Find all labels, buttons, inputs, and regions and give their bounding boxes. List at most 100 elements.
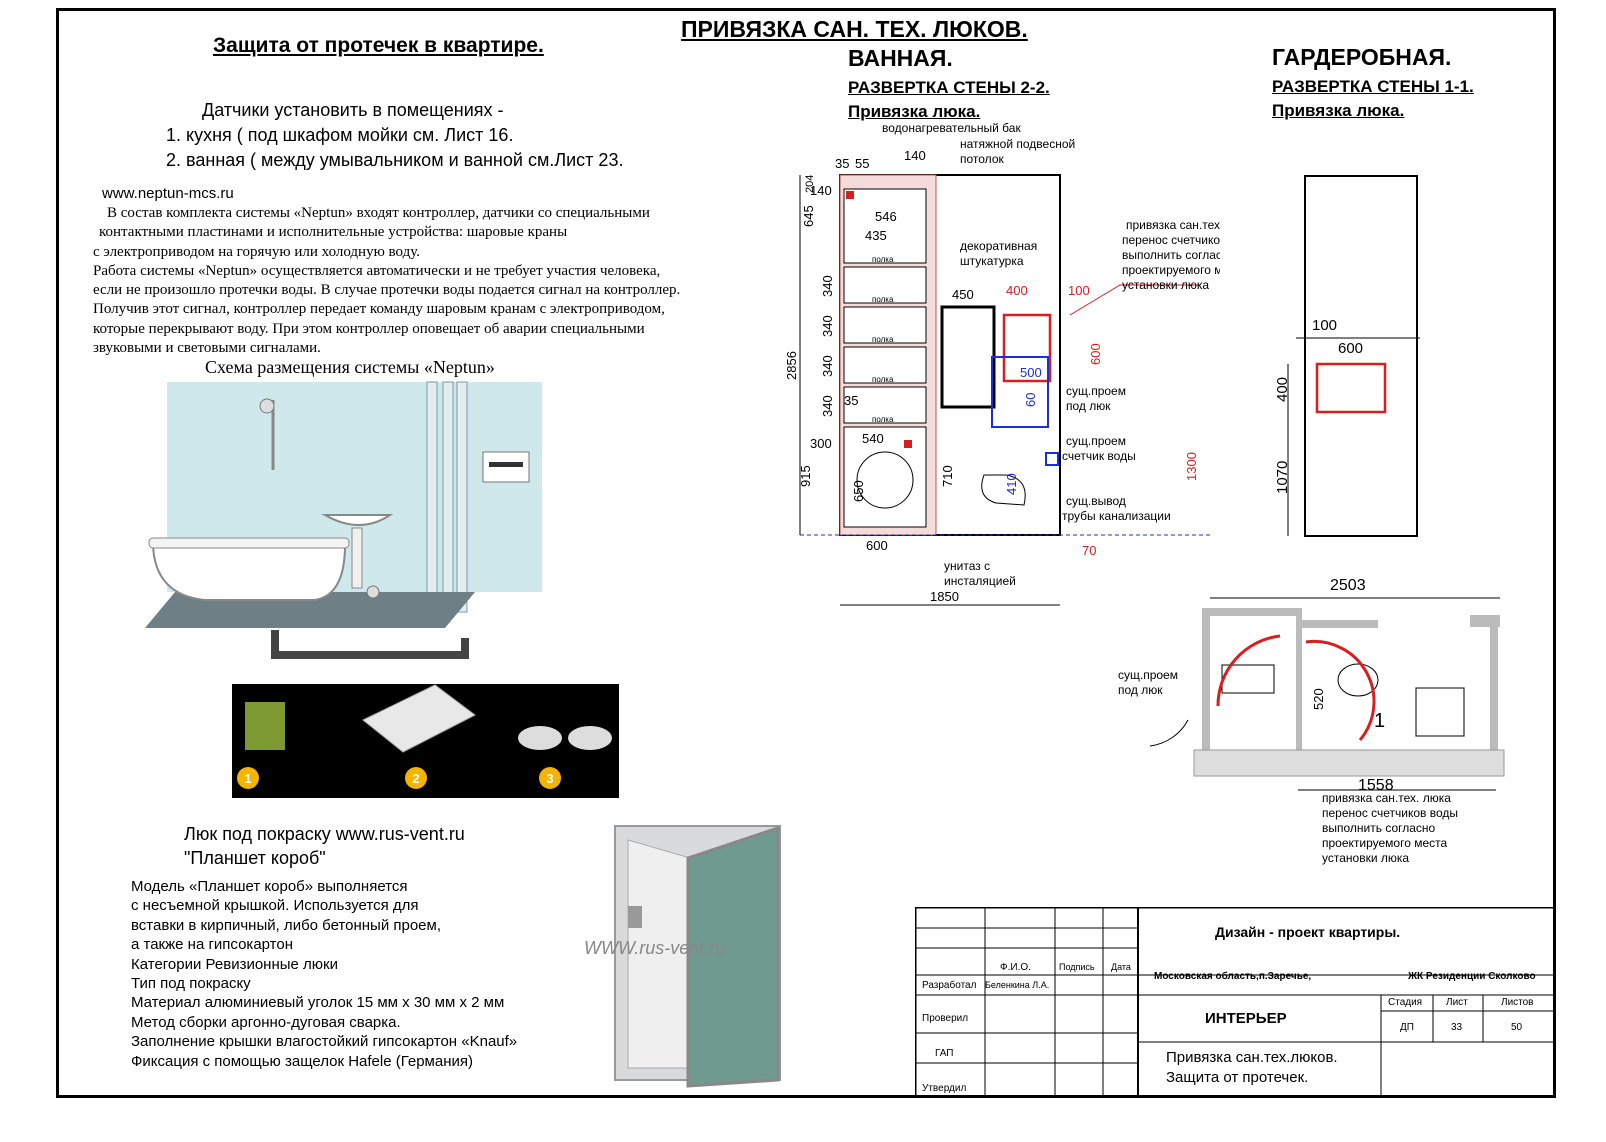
label-note: перенос счетчиков воды [1322,806,1458,820]
pipe [271,630,469,659]
section-axis: 1 [1374,710,1385,732]
dim-label: 70 [1082,543,1096,558]
toilet [981,474,1026,506]
desc-line: которые перекрывают воду. При этом контр… [93,320,645,337]
washer-niche [843,426,927,528]
sensor-item-kitchen: 1. кухня ( под шкафом мойки см. Лист 16. [166,125,514,145]
pipe [442,381,454,613]
dim-label: 400 [1006,283,1028,298]
dim-label: 435 [865,228,887,243]
tb-gap-label: ГАП [935,1048,954,1059]
hatch-outline [1002,313,1052,383]
dim-label: 340 [820,315,835,337]
dim-label: 100 [1068,283,1090,298]
label-meter: счетчик воды [1062,449,1136,463]
plan-wall [1202,608,1210,760]
spec-line: Заполнение крышки влагостойкий гипсокарт… [131,1033,518,1051]
dim-label: 1300 [1184,452,1199,481]
controller-display [489,462,523,467]
bath-wall-title: РАЗВЕРТКА СТЕНЫ 2-2. [848,78,1050,97]
tb-sign-header: Подпись [1059,962,1095,972]
label-note: выполнить согласно [1322,821,1436,835]
shelf-label: полка [872,415,894,424]
label-drain: сущ.вывод [1066,494,1126,508]
site-link[interactable]: www.neptun-mcs.ru [102,185,234,202]
bathtub-rim [148,537,350,549]
desc-line: с электроприводом на горячую или холодну… [93,243,420,260]
tb-approved-label: Утвердил [922,1083,967,1094]
bath-sub-title: Привязка люка. [848,102,981,121]
label-ceiling: натяжной подвесной [960,137,1075,151]
tb-stage-header: Стадия [1388,997,1423,1008]
spec-line: с несъемной крышкой. Используется для [131,897,419,915]
tb-complex: ЖК Резиденции Сколково [1408,971,1536,982]
basin-pedestal [351,527,363,589]
desc-line: В состав комплекта системы «Neptun» вход… [107,205,650,221]
label-hatch: под люк [1066,399,1111,413]
label-ceiling: потолок [960,152,1004,166]
ball-valve [245,702,285,750]
tb-section: ИНТЕРЬЕР [1205,1010,1287,1027]
hatch-title: Люк под покраску www.rus-vent.ru [184,824,465,844]
hatch-latch [628,906,642,928]
tb-address: Московская область,п.Заречье, [1154,971,1312,982]
door-swing [1149,719,1189,747]
dim-label: 2856 [784,351,799,380]
dim-label: 55 [855,156,869,171]
shelf-3 [843,346,927,384]
dim-label: 204 [804,175,816,193]
desc-line: Работа системы «Neptun» осуществляется а… [93,262,661,279]
wardrobe-wall-outline [1304,175,1418,537]
title-block [915,907,1556,1098]
label-note: привязка сан.тех. люка [1126,218,1220,232]
tb-developer-name: Беленкина Л.А. [985,980,1050,990]
label-plaster: декоративная [960,239,1037,253]
socket-marker [904,440,912,448]
hatch-door [686,825,780,1088]
sensor-puck [568,726,612,750]
shelf-1 [843,266,927,304]
plan-cabinet [1415,687,1465,737]
label-boiler: водонагревательный бак [882,121,1021,135]
spec-line: а также на гипсокартон [131,936,294,954]
label-meter: сущ.проем [1066,434,1126,448]
shelf-label: полка [872,255,894,264]
desc-line: звуковыми и световыми сигналами. [93,340,321,357]
tb-sheets-header: Листов [1501,997,1534,1008]
dim-label: 540 [862,431,884,446]
hatch-model: "Планшет короб" [184,848,326,868]
dim-label: 450 [952,287,974,302]
dim-label: 300 [810,436,832,451]
dim-label: 500 [1020,365,1042,380]
hatch-watermark: WWW.rus-vent.ru [584,938,725,958]
spec-line: Материал алюминиевый уголок 15 мм х 30 м… [131,994,505,1012]
shelf-label: полка [872,295,894,304]
label-note: перенос счетчиков воды [1122,233,1220,247]
tb-stage: ДП [1400,1022,1414,1033]
shelf-label: полка [872,375,894,384]
label-note: проектируемого места [1322,836,1448,850]
sensor-puck [518,726,562,750]
leak-sensor [366,585,380,599]
badge-label: 3 [546,771,553,786]
washing-machine-drum [856,451,914,509]
tb-checked-label: Проверил [922,1013,969,1024]
sensors-intro: Датчики установить в помещениях - [202,100,504,120]
dim-label: 35 [835,156,849,171]
label-plaster: штукатурка [960,254,1024,268]
dim-label: 710 [940,465,955,487]
label-note: установки люка [1322,851,1409,865]
label-hatch: сущ.проем [1118,668,1178,682]
dim-label: 600 [1088,343,1103,365]
door-swing [1305,639,1376,741]
badge-2 [405,767,427,789]
label-note: выполнить согласно [1122,248,1220,262]
dim-label: 520 [1311,688,1326,710]
plan-wall [1490,615,1498,760]
dim-label: 100 [1312,317,1337,334]
desc-line: Получив этот сигнал, контроллер передает… [93,301,665,318]
dim-label: 35 [844,393,858,408]
tb-border [915,907,1556,1098]
spec-line: вставки в кирпичный, либо бетонный проем… [131,916,442,934]
door-swing [1216,634,1281,707]
